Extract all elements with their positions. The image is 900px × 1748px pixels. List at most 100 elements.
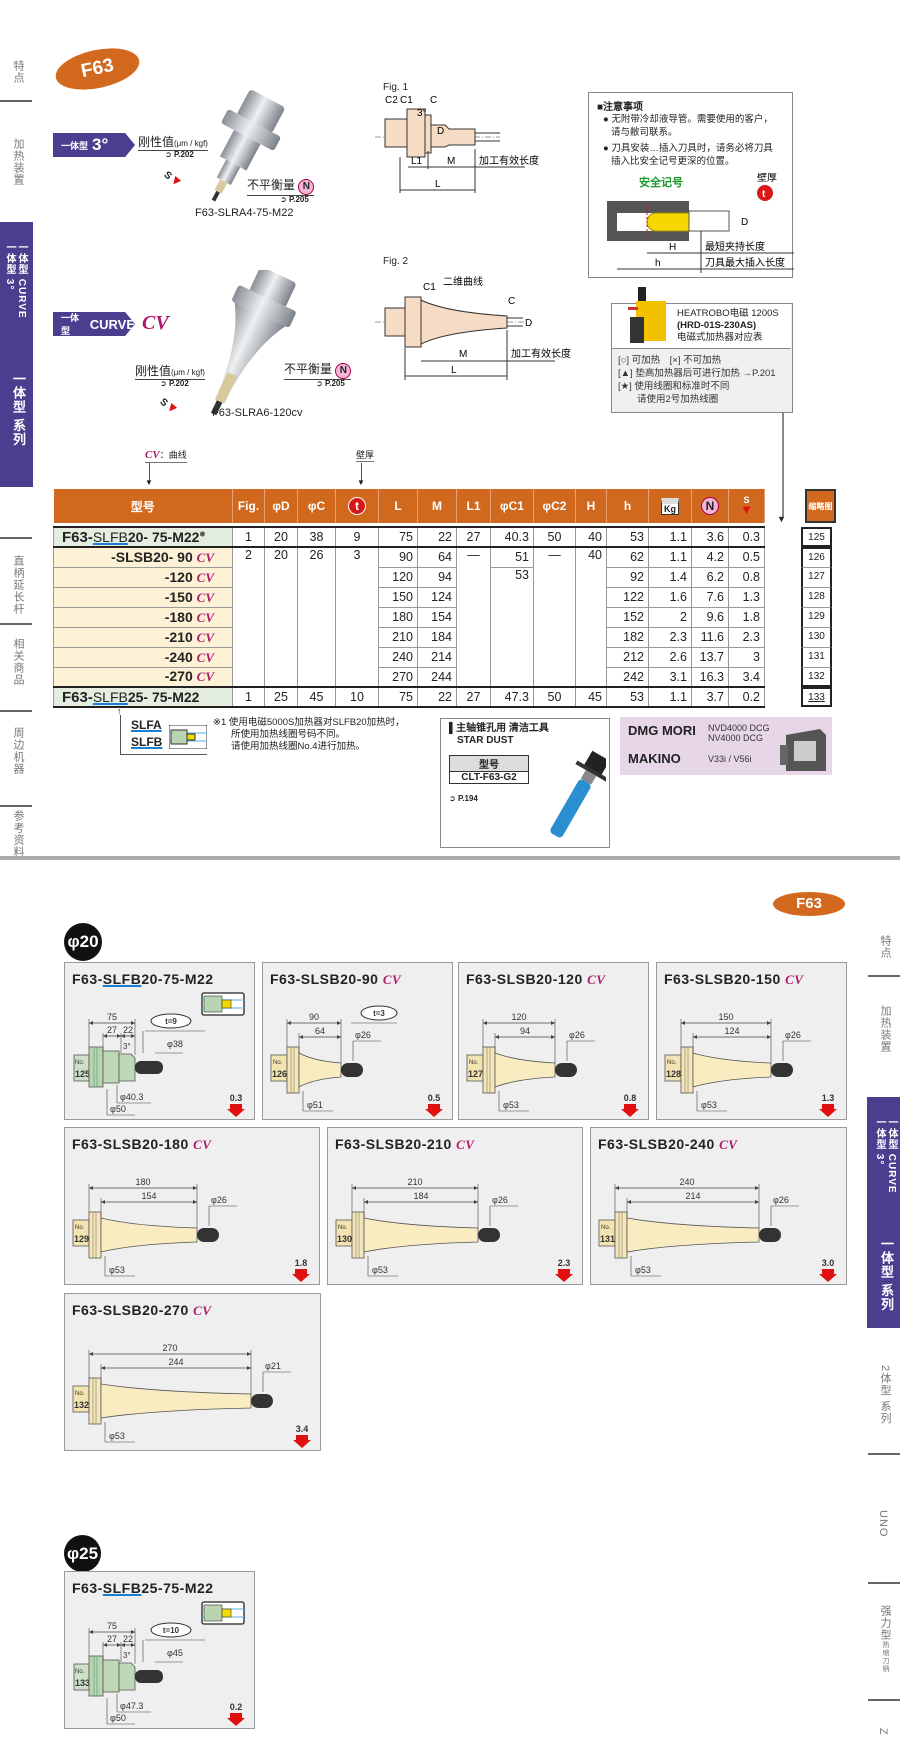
holder-number: 125 [75,1069,90,1079]
rigidity-ref[interactable]: ➲ P.202 [165,150,194,159]
t-icon: t [762,189,766,200]
nav-divider [868,975,900,977]
tool-shank [759,1228,781,1242]
index-cell[interactable]: 128 [801,587,832,607]
holder-taper [100,1383,252,1419]
spec-cell: 27 [456,526,491,548]
svg-text:No.: No. [75,1225,85,1231]
fig1-label-c: C [430,95,437,106]
nav-features[interactable]: 特点 [12,60,24,84]
spec-cell: 124 [417,586,457,608]
index-cell[interactable]: 132 [801,667,832,687]
unbalance-ref[interactable]: ➲ P.205 [316,379,345,388]
holder-thumbnail-card[interactable]: F63-SLSB20-180 CV No. 129 180 154 φ26 φ5… [64,1127,320,1285]
spec-cell: 2.6 [648,646,692,668]
index-cell[interactable]: 133 [801,687,832,707]
base-diameter-label: φ53 [635,1265,651,1275]
nav-divider [868,1453,900,1455]
nav-straight[interactable]: 直柄延长杆 [12,555,24,615]
wall-label: 壁厚 [757,173,777,184]
nav-heater[interactable]: 加热装置 [879,1005,891,1053]
card-title: F63-SLSB20-240 CV [598,1136,738,1152]
col-header: L [378,489,418,523]
unbalance-ref[interactable]: ➲ P.205 [280,195,309,204]
fig2-label-m: M [459,349,467,360]
col-header: φC [297,489,336,523]
holder-number: 131 [600,1234,615,1244]
spec-cell: 9 [335,526,379,548]
note-line: 插入比安全记号更深的位置。 [611,156,735,167]
spec-cell: 3.1 [648,666,692,688]
holder-number: 127 [468,1069,483,1079]
card-title: F63-SLSB20-180 CV [72,1136,212,1152]
card-title: F63-SLSB20-120 CV [466,971,606,987]
nav-power[interactable]: 强力型热缩刀柄 [879,1605,891,1673]
holder-thumbnail-card[interactable]: F63-SLSB20-150 CV No. 128 150 124 φ26 φ5… [656,962,847,1120]
nav-peripheral[interactable]: 周边机器 [12,727,24,775]
rigidity-label: 刚性值(μm / kgf) [135,364,205,380]
spec-cell: 40.3 [490,526,534,548]
notes-box: ■注意事项 ● 无附带冷却液导管。需要使用的客户， 请与敝司联系。 ● 刀具安装… [588,92,794,278]
tool-image-3deg [211,90,285,202]
holder-thumbnail-card[interactable]: F63-SLFB20-75-M22 No. 125 75 27 22 3° t=… [64,962,255,1120]
holder-thumbnail-card[interactable]: F63-SLSB20-270 CV No. 132 270 244 φ21 φ5… [64,1293,321,1451]
svg-text:No.: No. [601,1225,611,1231]
nav-active-section[interactable]: 一体型 3° 一体型 CURVE 一体型 系列 [0,222,33,487]
machine-brand: MAKINO [628,751,681,766]
nav-two-piece[interactable]: 2体型 系列 [879,1365,891,1425]
spec-cell: 214 [417,646,457,668]
spec-cell: 3 [728,646,765,668]
rigidity-arrow-icon [819,1269,837,1282]
nav-reference[interactable]: 参考资料 [12,810,24,858]
holder-thumbnail-card[interactable]: F63-SLSB20-210 CV No. 130 210 184 φ26 φ5… [327,1127,583,1285]
cv-note: CV：曲线 [145,449,187,463]
spec-cell: 53 [606,526,649,548]
holder-body [102,1050,120,1084]
max-insert-label: 刀具最大插入长度 [705,256,785,269]
slfb-holder-icon [201,992,245,1016]
note-line: ● 无附带冷却液导管。需要使用的客户， [603,114,773,125]
spec-cell: 26 [297,546,336,688]
rigidity-ref[interactable]: ➲ P.202 [160,379,189,388]
col-header: S▼ [728,489,765,523]
tool-shank [135,1670,163,1683]
spec-cell: 1.4 [648,566,692,588]
nav-heater[interactable]: 加热装置 [12,138,24,186]
fig1-diagram: C2 C1 C 3° D L1 M L 加工有效长度 [375,95,539,193]
holder-flange [482,1046,496,1094]
index-cell[interactable]: 126 [801,547,832,567]
nav-z[interactable]: Z [877,1728,889,1736]
nav-features[interactable]: 特点 [879,935,891,959]
index-cell[interactable]: 130 [801,627,832,647]
spec-cell: 51 [490,546,534,568]
model-cell: -150 CV [53,586,233,608]
machine-models: NVD4000 DCG NV4000 DCG [708,723,770,743]
tip-diameter-label: φ26 [211,1195,227,1205]
index-cell[interactable]: 131 [801,647,832,667]
dimension-label: 210 [407,1177,422,1187]
rigidity-s-icon: S▼ [740,495,753,517]
diameter-20-badge: φ20 [64,923,102,961]
rigidity-arrow-icon [425,1104,443,1117]
index-cell[interactable]: 127 [801,567,832,587]
holder-thumbnail-card[interactable]: F63-SLSB20-120 CV No. 127 120 94 φ26 φ53… [458,962,649,1120]
page-divider [0,856,900,860]
holder-thumbnail-card[interactable]: F63-SLSB20-240 CV No. 131 240 214 φ26 φ5… [590,1127,847,1285]
index-cell[interactable]: 129 [801,607,832,627]
nav-related[interactable]: 相关商品 [12,638,24,686]
tool-caption: F63-SLRA6-120cv [212,407,303,419]
min-clamp-label: 最短夹持长度 [705,240,765,253]
nav-active-section[interactable]: 一体型 3° 一体型 CURVE 一体型 系列 [867,1097,900,1328]
rigidity-arrow-icon [227,1713,245,1726]
spec-cell: 11.6 [691,626,729,648]
stardust-ref[interactable]: ➲ P.194 [449,794,478,803]
index-cell[interactable]: 125 [801,527,832,547]
fig1-label-effective: 加工有效长度 [479,154,539,167]
holder-thumbnail-card[interactable]: F63-SLFB25-75-M22 No. 133 75 27 22 3° t=… [64,1571,255,1729]
spec-cell: 0.5 [728,546,765,568]
nav-uno[interactable]: UNO [877,1510,889,1538]
fig2-label-effective: 加工有效长度 [511,347,571,360]
